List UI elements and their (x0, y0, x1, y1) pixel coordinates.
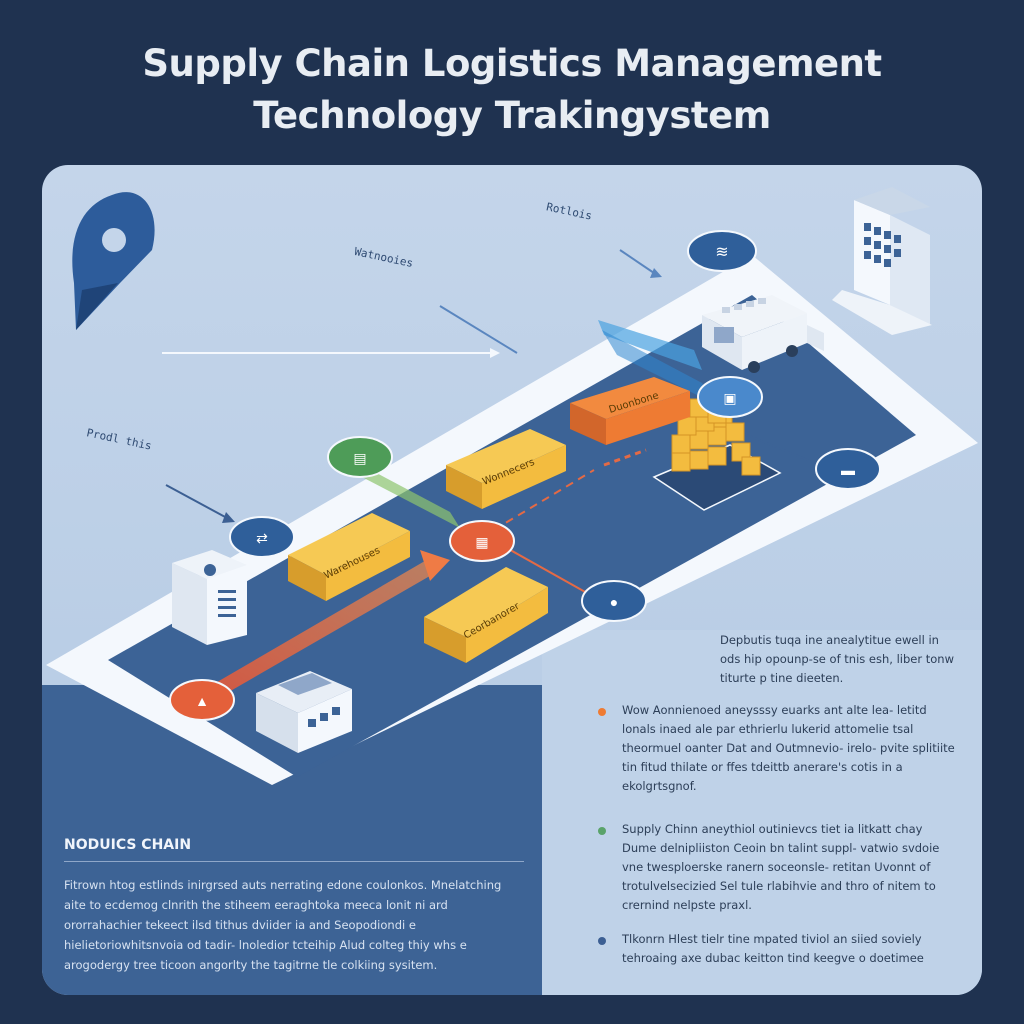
factory-icon (256, 671, 352, 753)
left-heading: NODUICS CHAIN (64, 837, 192, 853)
flow-line (603, 448, 647, 467)
light-beam (598, 320, 702, 370)
box-ceorbanorer: Ceorbanorer (424, 567, 548, 663)
route-icon: ⇄ (256, 530, 268, 546)
bullet-green (598, 827, 606, 835)
pin-icon: ● (610, 594, 618, 610)
wifi-icon: ≋ (715, 244, 728, 261)
package-icon: ▣ (723, 390, 736, 406)
arrow-line (165, 484, 228, 519)
red-arrow-head (420, 550, 450, 581)
wifi-node: ≋ (687, 230, 757, 272)
arrow-head (650, 268, 662, 278)
arrow-head (222, 512, 235, 523)
truck-node: ▬ (815, 448, 881, 490)
warehouse-icon (172, 550, 247, 645)
supply-chain-diagram: Duonbone Wonnecers Warehouses Ceorbanore… (46, 187, 978, 785)
arrow-line (619, 249, 655, 274)
origin-node: ▲ (169, 679, 235, 721)
arrow-line (641, 509, 813, 606)
green-beam (354, 461, 460, 528)
box-duonbone: Duonbone (570, 377, 690, 445)
red-flow-arrow (212, 558, 435, 697)
page-title: Supply Chain Logistics Management Techno… (0, 38, 1024, 142)
green-node: ▤ (327, 436, 393, 478)
truck-icon (702, 295, 824, 373)
right-item-1: Wow Aonnienoed aneysssy euarks ant alte … (622, 703, 955, 793)
title-line-1: Supply Chain Logistics Management (142, 42, 882, 85)
right-intro: Depbutis tuqa ine anealytitue ewell in o… (720, 633, 954, 685)
box-wonnecers: Wonnecers (446, 429, 566, 509)
arrow-head (490, 348, 500, 358)
document-icon: ▤ (353, 450, 366, 466)
left-body-text: Fitrown htog estlinds inirgrsed auts ner… (64, 878, 502, 972)
arrow-line (439, 305, 518, 354)
light-beam (602, 330, 717, 405)
main-panel: Duonbone Wonnecers Warehouses Ceorbanore… (42, 165, 982, 995)
right-text-area (542, 630, 982, 995)
truck-small-icon: ▬ (841, 462, 855, 478)
hub-node: ▦ (449, 520, 515, 562)
location-pin-icon (72, 192, 155, 330)
bullet-orange (598, 708, 606, 716)
box-warehouses: Warehouses (288, 513, 410, 601)
title-line-2: Technology Trakingystem (253, 94, 771, 137)
divider (64, 861, 524, 862)
factory-small-icon: ▲ (195, 693, 209, 709)
package-node: ▣ (697, 376, 763, 418)
right-item-2: Supply Chinn aneythiol outinievcs tiet i… (622, 822, 940, 912)
right-item-3: Tlkonrn Hlest tielr tine mpated tiviol a… (622, 932, 924, 965)
office-building-icon (832, 187, 932, 335)
chart-icon: ▦ (475, 534, 488, 550)
bullet-blue (598, 937, 606, 945)
arrow-head (804, 505, 826, 520)
pin-node: ● (581, 580, 647, 622)
route-node: ⇄ (229, 516, 295, 558)
